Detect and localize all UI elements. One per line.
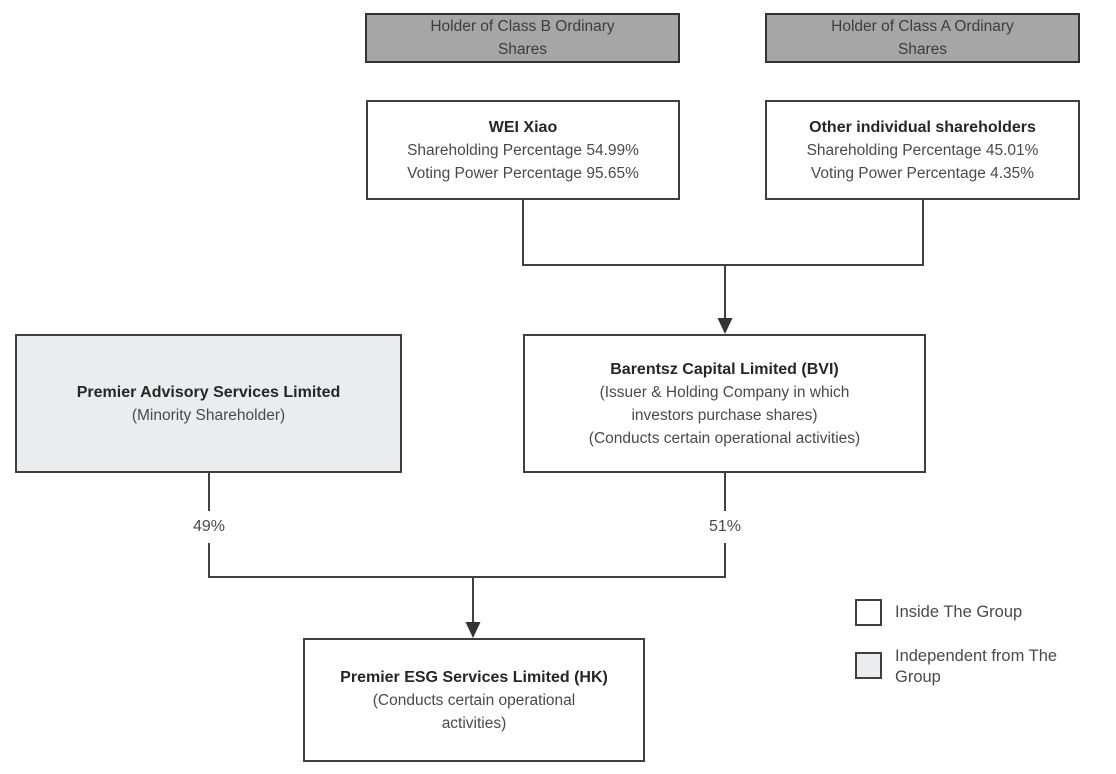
node-premier-advisory: Premier Advisory Services Limited (Minor… — [15, 334, 402, 473]
node-role-issuer: (Issuer & Holding Company in which inves… — [599, 383, 850, 424]
node-title: Other individual shareholders — [809, 118, 1036, 136]
node-holder-class-b: Holder of Class B Ordinary Shares — [365, 13, 680, 63]
node-title: Barentsz Capital Limited (BVI) — [610, 360, 839, 378]
node-role-operations: (Conducts certain operational activities… — [588, 429, 861, 447]
shareholding-percentage: Shareholding Percentage 54.99% — [407, 141, 639, 159]
node-title: Premier Advisory Services Limited — [76, 383, 341, 401]
node-holder-class-a: Holder of Class A Ordinary Shares — [765, 13, 1080, 63]
legend-label-independent: Independent from The Group — [895, 647, 1058, 686]
node-label: Holder of Class B Ordinary Shares — [430, 18, 615, 58]
node-barentsz-capital: Barentsz Capital Limited (BVI) (Issuer &… — [523, 334, 926, 473]
legend-swatch-inside-group — [855, 599, 882, 626]
node-other-shareholders: Other individual shareholders Shareholdi… — [765, 100, 1080, 200]
node-title: Premier ESG Services Limited (HK) — [340, 668, 608, 686]
node-premier-esg: Premier ESG Services Limited (HK) (Condu… — [303, 638, 645, 762]
node-subtitle: (Conducts certain operational activities… — [372, 691, 576, 732]
node-label: Holder of Class A Ordinary Shares — [831, 18, 1014, 58]
legend-swatch-independent — [855, 652, 882, 679]
node-wei-xiao: WEI Xiao Shareholding Percentage 54.99% … — [366, 100, 680, 200]
edge-percent-advisory: 49% — [188, 516, 230, 538]
voting-power-percentage: Voting Power Percentage 95.65% — [407, 164, 639, 182]
legend-label-inside-group: Inside The Group — [895, 603, 1023, 621]
voting-power-percentage: Voting Power Percentage 4.35% — [810, 164, 1035, 182]
node-title: WEI Xiao — [488, 118, 558, 136]
shareholding-percentage: Shareholding Percentage 45.01% — [806, 141, 1039, 159]
node-subtitle: (Minority Shareholder) — [131, 406, 286, 424]
edge-percent-barentsz: 51% — [704, 516, 746, 538]
